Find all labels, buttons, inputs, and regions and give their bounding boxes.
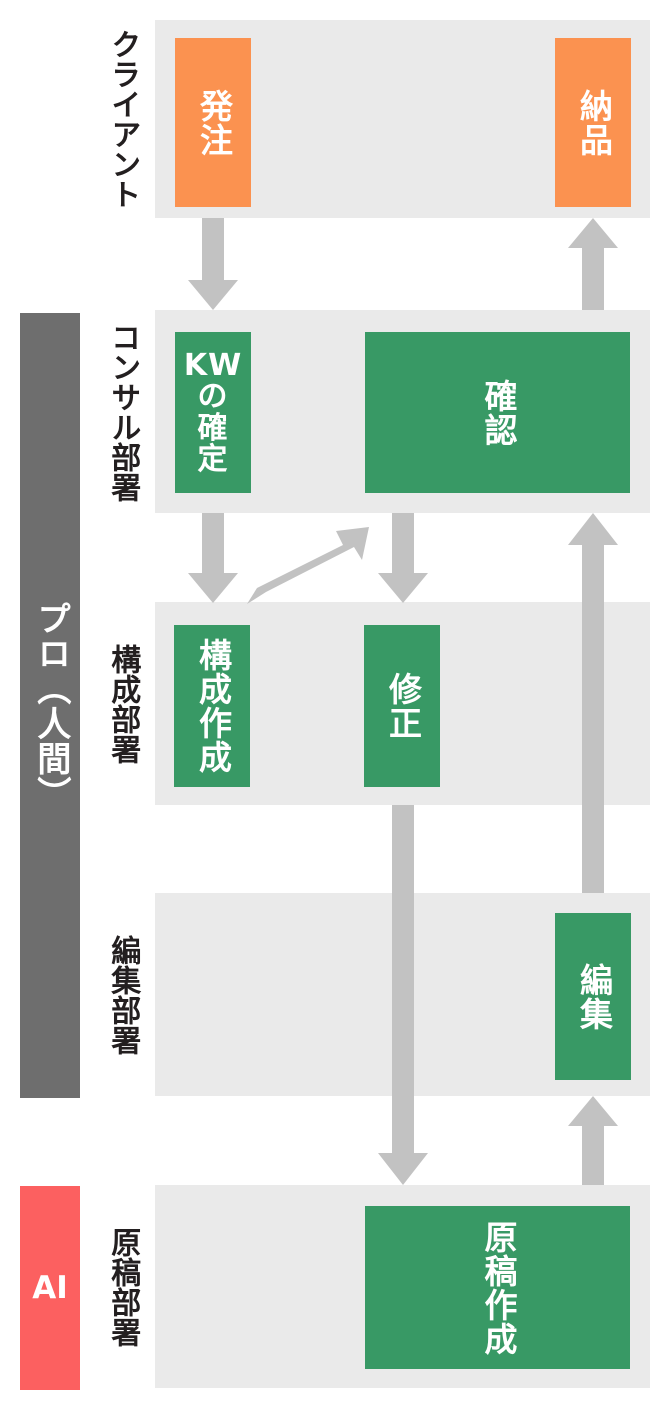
task-label-revise: 修正: [383, 672, 423, 740]
flow-arrow-kw-to-structure: [186, 513, 240, 603]
task-box-revise[interactable]: 修正: [364, 625, 440, 787]
lane-label-consult: コンサル部署: [96, 310, 148, 513]
group-pillar-ai-label: AI: [32, 1269, 68, 1306]
task-label-delivery: 納品: [574, 88, 614, 157]
lane-label-consult-text: コンサル部署: [105, 321, 141, 502]
task-box-confirm[interactable]: 確認: [365, 332, 630, 493]
task-box-structure-make[interactable]: 構成作成: [174, 625, 250, 787]
lane-label-editing: 編集部署: [96, 893, 148, 1096]
lane-label-client-text: クライアント: [105, 29, 141, 209]
flow-arrow-revise-to-draft: [376, 805, 430, 1185]
flow-arrow-confirm-to-revise: [376, 513, 430, 603]
flow-arrow-confirm-to-delivery: [566, 218, 620, 310]
task-label-edit: 編集: [574, 962, 614, 1031]
lane-label-structure: 構成部署: [96, 602, 148, 805]
task-label-confirm: 確認: [478, 378, 518, 447]
group-pillar-human-label: プロ（人間）: [30, 600, 71, 811]
task-box-order[interactable]: 発注: [175, 38, 251, 207]
task-box-draft-make[interactable]: 原稿作成: [365, 1206, 630, 1369]
task-box-delivery[interactable]: 納品: [555, 38, 631, 207]
task-box-edit[interactable]: 編集: [555, 913, 631, 1080]
lane-label-structure-text: 構成部署: [105, 643, 141, 764]
group-pillar-human: プロ（人間）: [20, 313, 80, 1098]
group-pillar-ai: AI: [20, 1186, 80, 1390]
lane-label-draft: 原稿部署: [96, 1185, 148, 1388]
task-box-kw-fix[interactable]: KW の 確 定: [175, 332, 251, 493]
task-label-draft-make: 原稿作成: [478, 1219, 518, 1356]
flow-arrow-edit-to-confirm: [566, 513, 620, 893]
task-label-order: 発注: [194, 88, 234, 157]
flow-arrow-order-to-kw: [186, 218, 240, 310]
lane-label-draft-text: 原稿部署: [105, 1226, 141, 1347]
lane-label-client: クライアント: [96, 20, 148, 218]
task-label-kw-fix: KW の 確 定: [183, 348, 243, 477]
flow-arrow-draft-to-edit: [566, 1096, 620, 1185]
flow-arrow-structure-to-confirm: [240, 516, 375, 604]
task-label-structure-make: 構成作成: [193, 638, 233, 774]
lane-label-editing-text: 編集部署: [105, 934, 141, 1055]
